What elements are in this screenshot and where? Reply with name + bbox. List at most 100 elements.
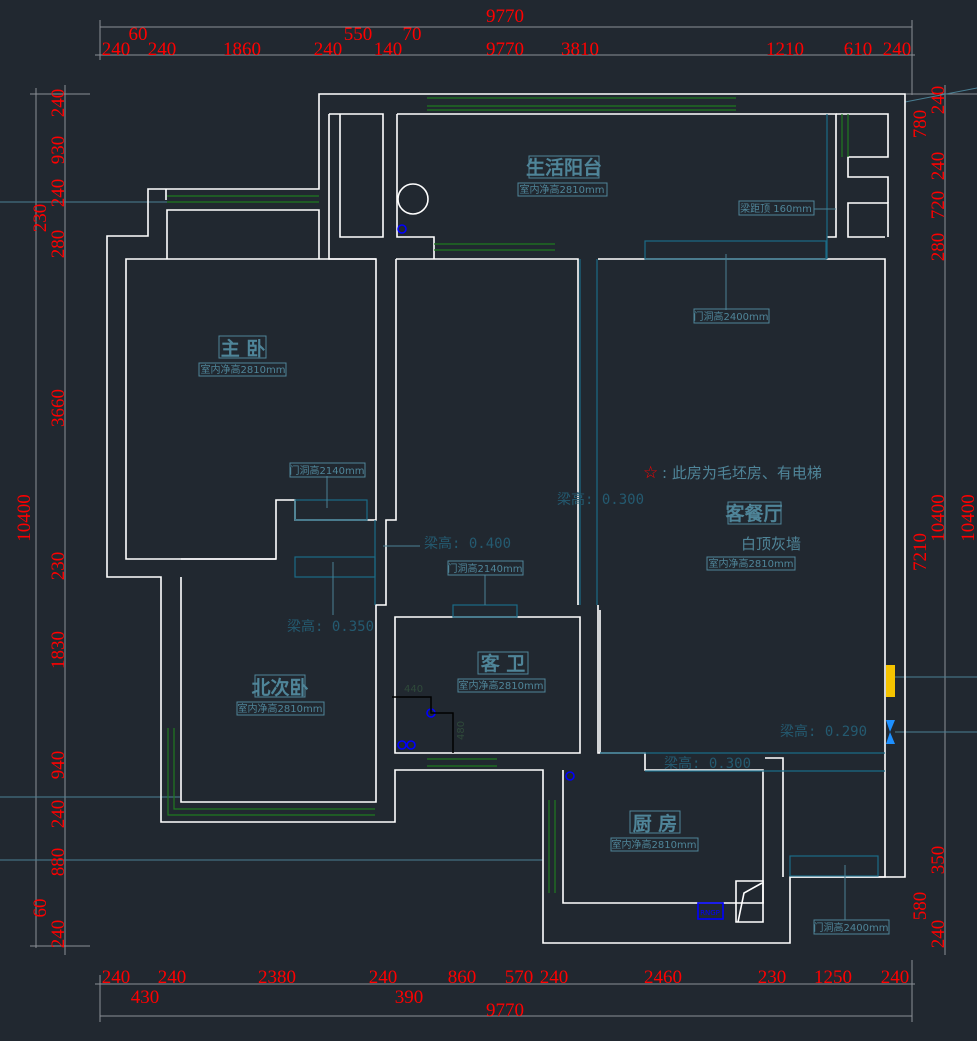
dim-bottom: 240 [369,967,398,988]
room-name: 厨 房 [633,812,678,835]
yellow-marker-icon [886,665,895,697]
dim-left: 240 [48,89,69,118]
star-icon: ☆ [643,463,658,483]
room-master-bedroom: 主 卧 室内净高2810mm [198,335,287,377]
dim-top: 240 [148,39,177,60]
dim-right: 7210 [910,533,931,571]
dim-bottom: 860 [448,967,477,988]
dim-bottom: 390 [395,987,424,1008]
dim-right: 720 [928,191,949,220]
dim-bottom: 240 [540,967,569,988]
drain-icon [397,740,407,750]
room-name: 客 卫 [481,652,526,675]
gas-meter-icon [697,902,724,920]
walls [106,93,906,944]
blue-marker-icon [886,720,895,744]
dim-right-total: 10400 [958,494,977,542]
dim-left: 3660 [48,389,69,427]
door-height-label: 门洞高2140mm [290,464,365,477]
property-note: : 此房为毛坯房、有电梯 [662,464,822,482]
beam-to-top-label: 梁距顶 160mm [740,202,812,215]
room-name: 主 卧 [221,338,266,360]
dim-bottom: 430 [131,987,160,1008]
dim-bottom-total: 9770 [486,1000,524,1021]
finish-note: 白顶灰墙 [741,535,801,553]
dim-right: 240 [928,152,949,181]
room-height: 室内净高2810mm [201,363,286,376]
dim-bottom: 230 [758,967,787,988]
dim-bottom: 240 [102,967,131,988]
dim-top: 140 [374,39,403,60]
dim-bottom: 240 [881,967,910,988]
room-name: 客餐厅 [725,502,782,525]
dim-top: 3810 [561,39,599,60]
dim-bottom: 2460 [644,967,682,988]
annotations: 梁距顶 160mm 门洞高2400mm 门洞高2140mm 门洞高2140mm … [287,200,890,935]
dim-top: 1860 [223,39,261,60]
markers: RNGP [392,224,895,920]
dim-top: 70 [403,24,422,45]
beam-height-label: 梁高: 0.300 [557,491,644,508]
dim-left: 240 [48,800,69,829]
bath-dim-vertical: 480 [456,721,467,740]
dim-left: 880 [48,848,69,877]
dim-bottom: 240 [158,967,187,988]
dim-top: 240 [102,39,131,60]
dimension-lines [30,20,977,1022]
door-height-label: 门洞高2400mm [694,310,769,323]
dim-right: 240 [928,920,949,949]
dim-right: 580 [910,892,931,921]
dim-right: 780 [910,110,931,139]
leader-lines [326,208,846,920]
dim-top: 9770 [486,39,524,60]
dim-top-total: 9770 [486,6,524,27]
room-name: 生活阳台 [526,156,602,179]
beam-height-label: 梁高: 0.350 [287,618,374,635]
drain-icon [565,771,575,781]
dim-left: 940 [48,751,69,780]
dim-left-total: 10400 [14,494,35,542]
dim-bottom: 2380 [258,967,296,988]
dim-left: 60 [30,899,51,918]
drain-icon [397,224,407,234]
bath-dimension-marks [392,696,454,753]
dim-top: 550 [344,24,373,45]
dimensions-right: 10400 240 780 240 720 280 10400 7210 350… [910,86,977,949]
beam-height-label: 梁高: 0.290 [780,723,867,740]
room-height: 室内净高2810mm [612,838,697,851]
dim-right: 240 [928,86,949,115]
room-living-dining: 客餐厅 白顶灰墙 室内净高2810mm [706,501,801,571]
beam-height-label: 梁高: 0.300 [664,755,751,772]
room-height: 室内净高2810mm [238,702,323,715]
dim-top: 610 [844,39,873,60]
dim-right: 350 [928,846,949,875]
windows [167,97,849,893]
dimensions-left: 10400 240 930 240 230 280 3660 230 1830 … [14,89,69,949]
door-height-label: 门洞高2140mm [448,562,523,575]
dimensions-top: 9770 240 60 240 1860 240 550 140 70 9770… [102,6,912,60]
dim-left: 280 [48,230,69,259]
room-balcony: 生活阳台 室内净高2810mm [517,155,608,197]
dim-bottom: 570 [505,967,534,988]
dim-left: 1830 [48,631,69,669]
dim-left: 230 [30,204,51,233]
beam-height-label: 梁高: 0.400 [424,535,511,552]
dim-right: 280 [928,233,949,262]
dim-top: 240 [314,39,343,60]
dim-left: 230 [48,552,69,581]
dim-top: 1210 [766,39,804,60]
gas-meter-label: RNGP [700,909,720,917]
dim-left: 240 [48,920,69,949]
room-height: 室内净高2810mm [520,183,605,196]
door-height-label: 门洞高2400mm [814,921,889,934]
dim-top: 60 [129,24,148,45]
room-height: 室内净高2810mm [459,679,544,692]
drain-icon [406,740,416,750]
room-kitchen: 厨 房 室内净高2810mm [610,810,699,852]
dim-left: 930 [48,136,69,165]
room-name: 北次卧 [251,676,308,699]
dim-right: 10400 [928,494,949,542]
room-guest-bath: 客 卫 室内净高2810mm [457,651,546,693]
grid-lines [0,87,977,861]
